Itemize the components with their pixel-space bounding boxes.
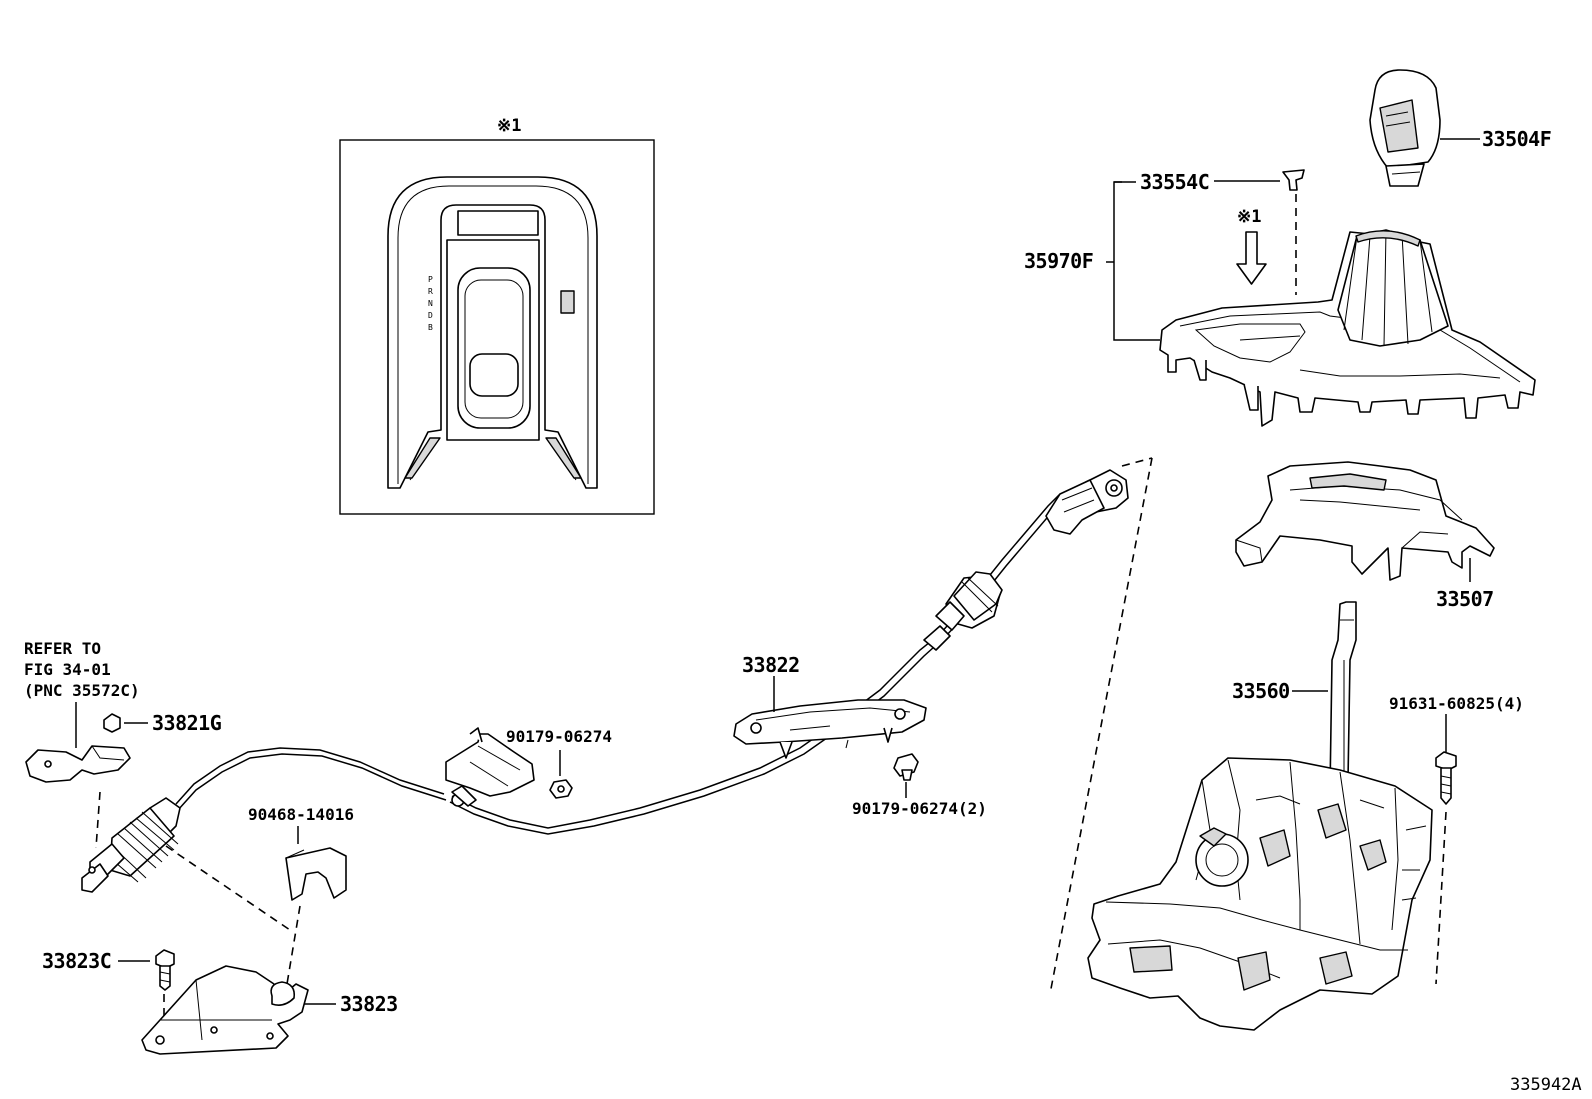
part-nut-90179-06274-x2: 90179-06274(2) [852,753,987,818]
label-91631-60825: 91631-60825(4) [1389,694,1524,713]
part-bolt-91631-60825: 91631-60825(4) [1389,694,1524,805]
label-90179-06274-x2: 90179-06274(2) [852,799,987,818]
part-bolt-33823C: 33823C [42,949,175,1040]
label-33560: 33560 [1232,679,1290,703]
gear-letter-d: D [428,311,433,320]
refer-line-3: (PNC 35572C) [24,681,140,700]
diagram-id: 335942A [1510,1075,1582,1095]
gear-letter-n: N [428,299,433,308]
label-33821G: 33821G [152,711,222,735]
view-arrow-note1: ※1 [1236,207,1267,285]
part-clip-33554C: 33554C [1140,169,1305,295]
part-clip-33821G: 33821G [25,711,222,849]
label-33554C: 33554C [1140,170,1209,194]
inset-frame [339,139,655,515]
shift-gate-opening [457,267,531,429]
gear-letter-p: P [428,275,433,284]
down-arrow-icon [1236,231,1267,285]
label-35970F: 35970F [1024,249,1093,273]
part-clip-90468-14016: 90468-14016 [165,805,354,991]
shift-button [560,290,575,314]
shift-boot-base [469,353,519,397]
shift-panel-outline [387,176,598,489]
label-33822: 33822 [742,653,800,677]
arrow-note-label: ※1 [1237,207,1261,227]
inset-detail-view: ※1 P R N D B [339,116,655,515]
part-bracket-33507: 33507 [1235,461,1495,611]
refer-line-2: FIG 34-01 [24,660,111,679]
inset-note-label: ※1 [497,116,521,136]
part-shift-lever-33560: 33560 [1087,601,1447,1031]
refer-note: REFER TO FIG 34-01 (PNC 35572C) [24,639,140,748]
label-33504F: 33504F [1482,127,1551,151]
part-control-cable: 33822 [81,469,1129,893]
part-nut-90179-06274: 90179-06274 [506,727,612,799]
part-console-panel-35970F: 35970F [1024,181,1536,427]
gear-letter-b: B [428,323,433,332]
label-33823C: 33823C [42,949,111,973]
label-33507: 33507 [1436,587,1494,611]
label-90179-06274: 90179-06274 [506,727,612,746]
indicator-window [457,210,539,236]
label-33823: 33823 [340,992,398,1016]
gear-letter-r: R [428,287,433,296]
label-90468-14016: 90468-14016 [248,805,354,824]
refer-line-1: REFER TO [24,639,101,658]
dashed-cable-to-lever-line [1049,457,1153,995]
part-bracket-33823: 33823 [141,965,398,1055]
part-shift-knob-33504F: 33504F [1369,69,1552,187]
